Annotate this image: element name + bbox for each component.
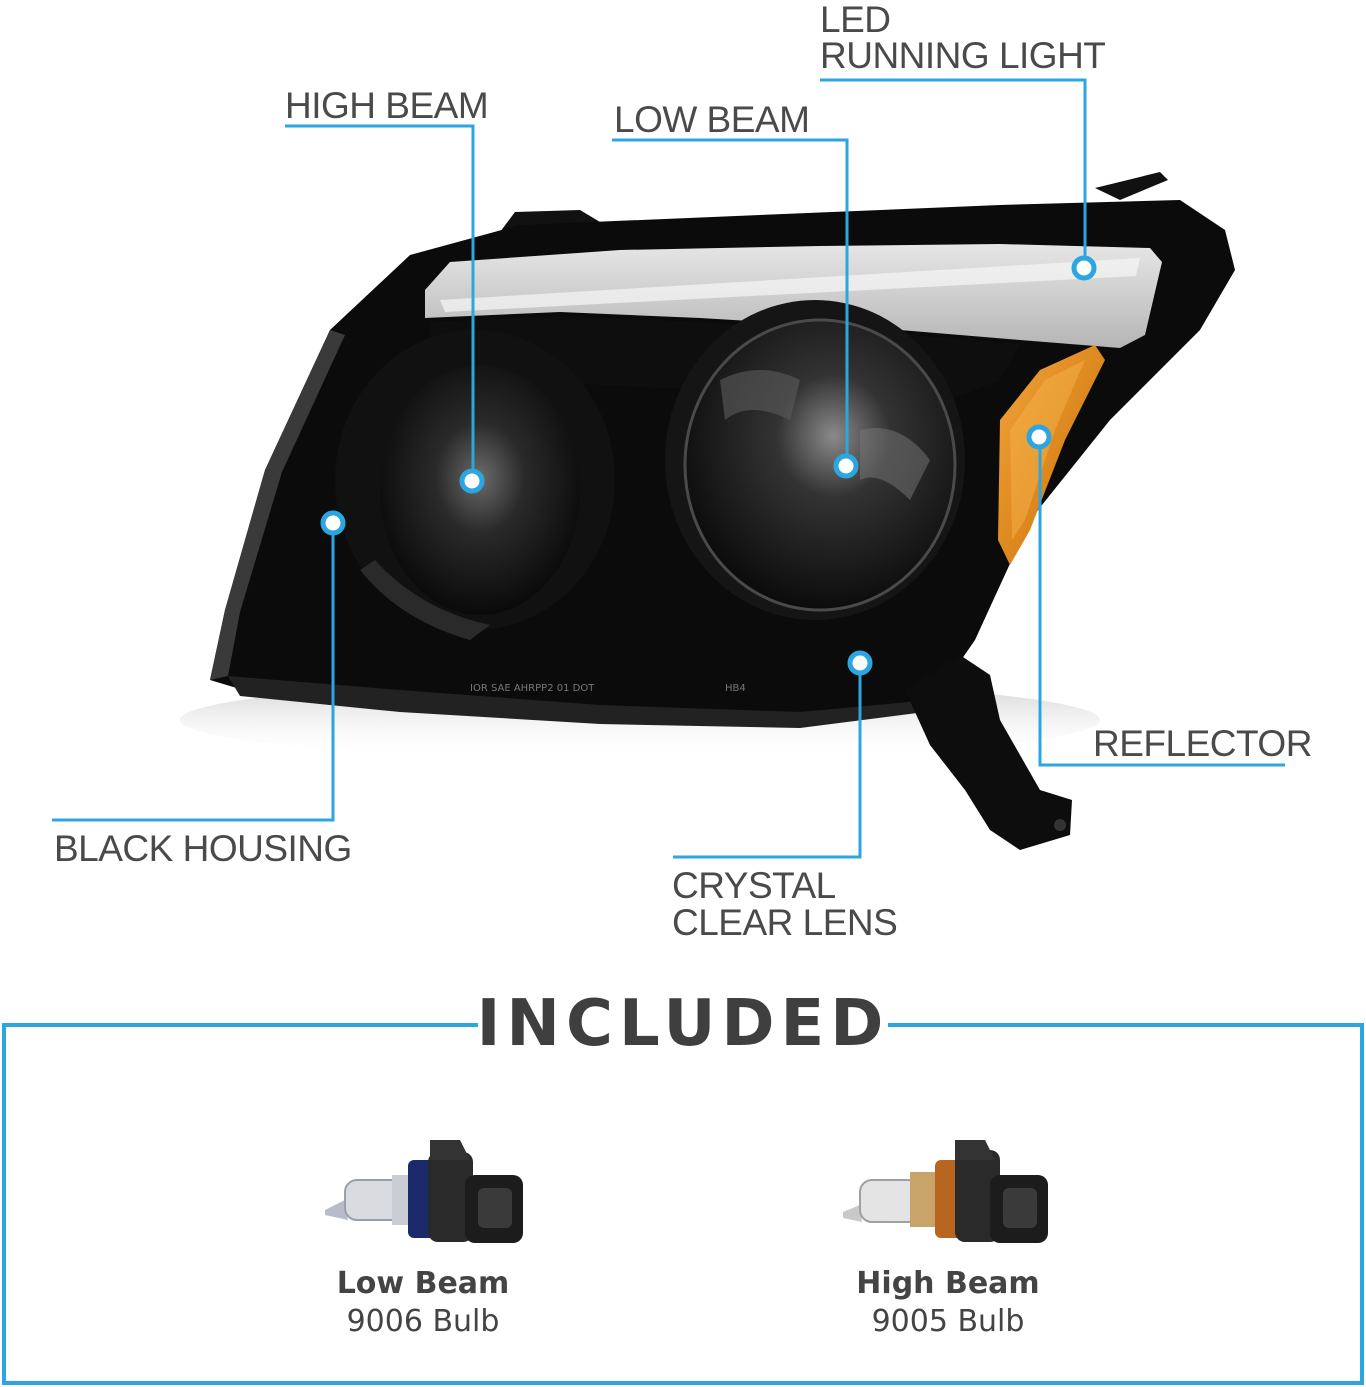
bulb-9005-image <box>843 1140 1048 1243</box>
dot-low-beam <box>833 453 859 479</box>
label-crystal-line1: CRYSTAL <box>672 865 836 906</box>
lens-marking-right: HB4 <box>725 683 746 694</box>
bulb-high-beam-type: 9005 Bulb <box>871 1304 1025 1339</box>
label-high-beam: HIGH BEAM <box>285 85 489 126</box>
label-reflector: REFLECTOR <box>1093 723 1312 764</box>
dot-led-running-light <box>1071 255 1097 281</box>
dot-black-housing <box>320 510 346 536</box>
bulb-low-beam-type: 9006 Bulb <box>346 1304 500 1339</box>
label-low-beam: LOW BEAM <box>614 99 810 140</box>
label-led-line2: RUNNING LIGHT <box>820 35 1106 76</box>
bulb-9006-image <box>325 1140 523 1243</box>
bulb-low-beam-name: Low Beam <box>336 1266 510 1301</box>
included-title: INCLUDED <box>476 987 890 1061</box>
dot-high-beam <box>459 468 485 494</box>
dot-crystal-clear-lens <box>847 650 873 676</box>
label-crystal-line2: CLEAR LENS <box>672 902 898 943</box>
bulb-high-beam-name: High Beam <box>856 1266 1040 1301</box>
included-frame <box>2 1023 1364 1385</box>
label-black-housing: BLACK HOUSING <box>54 828 352 869</box>
lens-marking-left: IOR SAE AHRPP2 01 DOT <box>470 683 595 694</box>
callout-dots <box>320 255 1097 676</box>
callout-lines <box>52 78 1285 859</box>
label-led-line1: LED <box>820 0 891 40</box>
dot-reflector <box>1026 424 1052 450</box>
